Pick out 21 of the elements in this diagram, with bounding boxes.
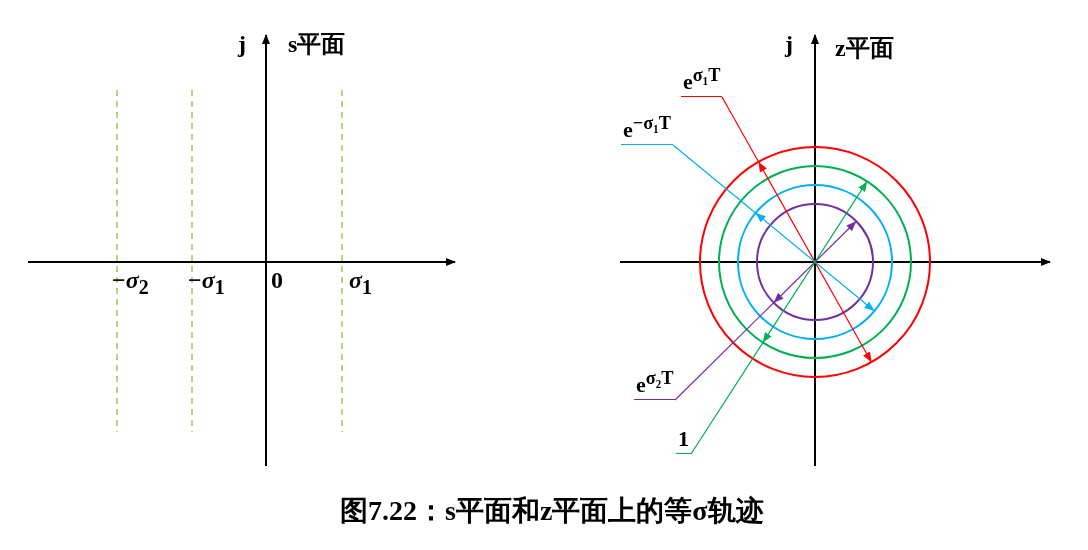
axis-label: s平面 — [288, 32, 346, 56]
leader-arrow — [672, 144, 875, 312]
leader-label: e$^{−σ₁T}$ — [621, 114, 673, 146]
figure-caption: 图7.22：s平面和z平面上的等σ轨迹 — [340, 497, 764, 525]
leader-label: e$^{σ₁T}$ — [681, 66, 723, 98]
leader-label: e$^{σ₂T}$ — [634, 369, 676, 401]
leader-arrow — [674, 220, 857, 401]
circle — [699, 146, 931, 378]
axis-label: j — [785, 32, 793, 56]
circle — [756, 203, 874, 321]
axis-label: j — [238, 32, 246, 56]
axis-label: −σ$_{1}$ — [188, 268, 225, 297]
axis-label: −σ$_{2}$ — [112, 268, 149, 297]
leader-arrow — [721, 96, 873, 363]
axis-label: σ$_{1}$ — [349, 268, 372, 297]
axis-label: 0 — [271, 268, 283, 292]
axis-label: z平面 — [835, 36, 894, 60]
leader-arrow — [690, 180, 868, 455]
leader-label: 1 — [676, 428, 691, 454]
circle — [718, 165, 912, 359]
circle — [737, 184, 893, 340]
